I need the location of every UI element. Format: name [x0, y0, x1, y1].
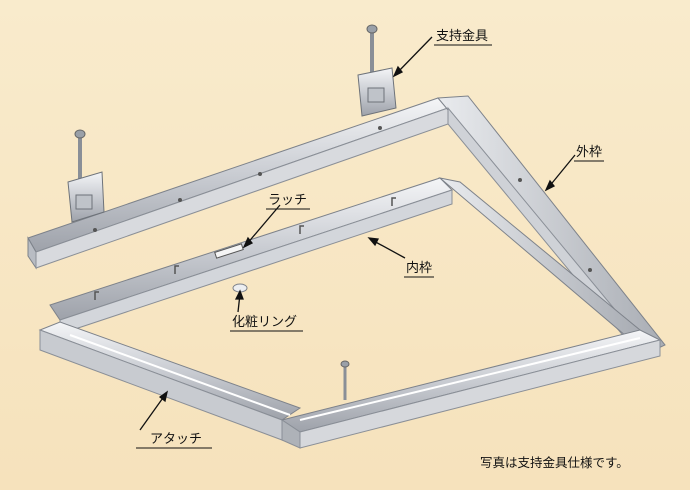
label-outer-frame: 外枠 — [576, 145, 602, 160]
label-trim-ring: 化粧リング — [232, 315, 297, 330]
label-latch: ラッチ — [268, 193, 307, 208]
support-bracket-left — [67, 129, 105, 223]
label-inner-frame: 内枠 — [406, 260, 432, 276]
support-bracket-right — [357, 24, 397, 117]
label-attachment: アタッチ — [150, 432, 202, 447]
attachment-frame — [38, 321, 662, 449]
label-support-bracket: 支持金具 — [436, 28, 488, 44]
inner-frame — [49, 177, 641, 337]
outer-frame — [27, 95, 666, 357]
caption: 写真は支持金具仕様です。 — [480, 455, 629, 470]
